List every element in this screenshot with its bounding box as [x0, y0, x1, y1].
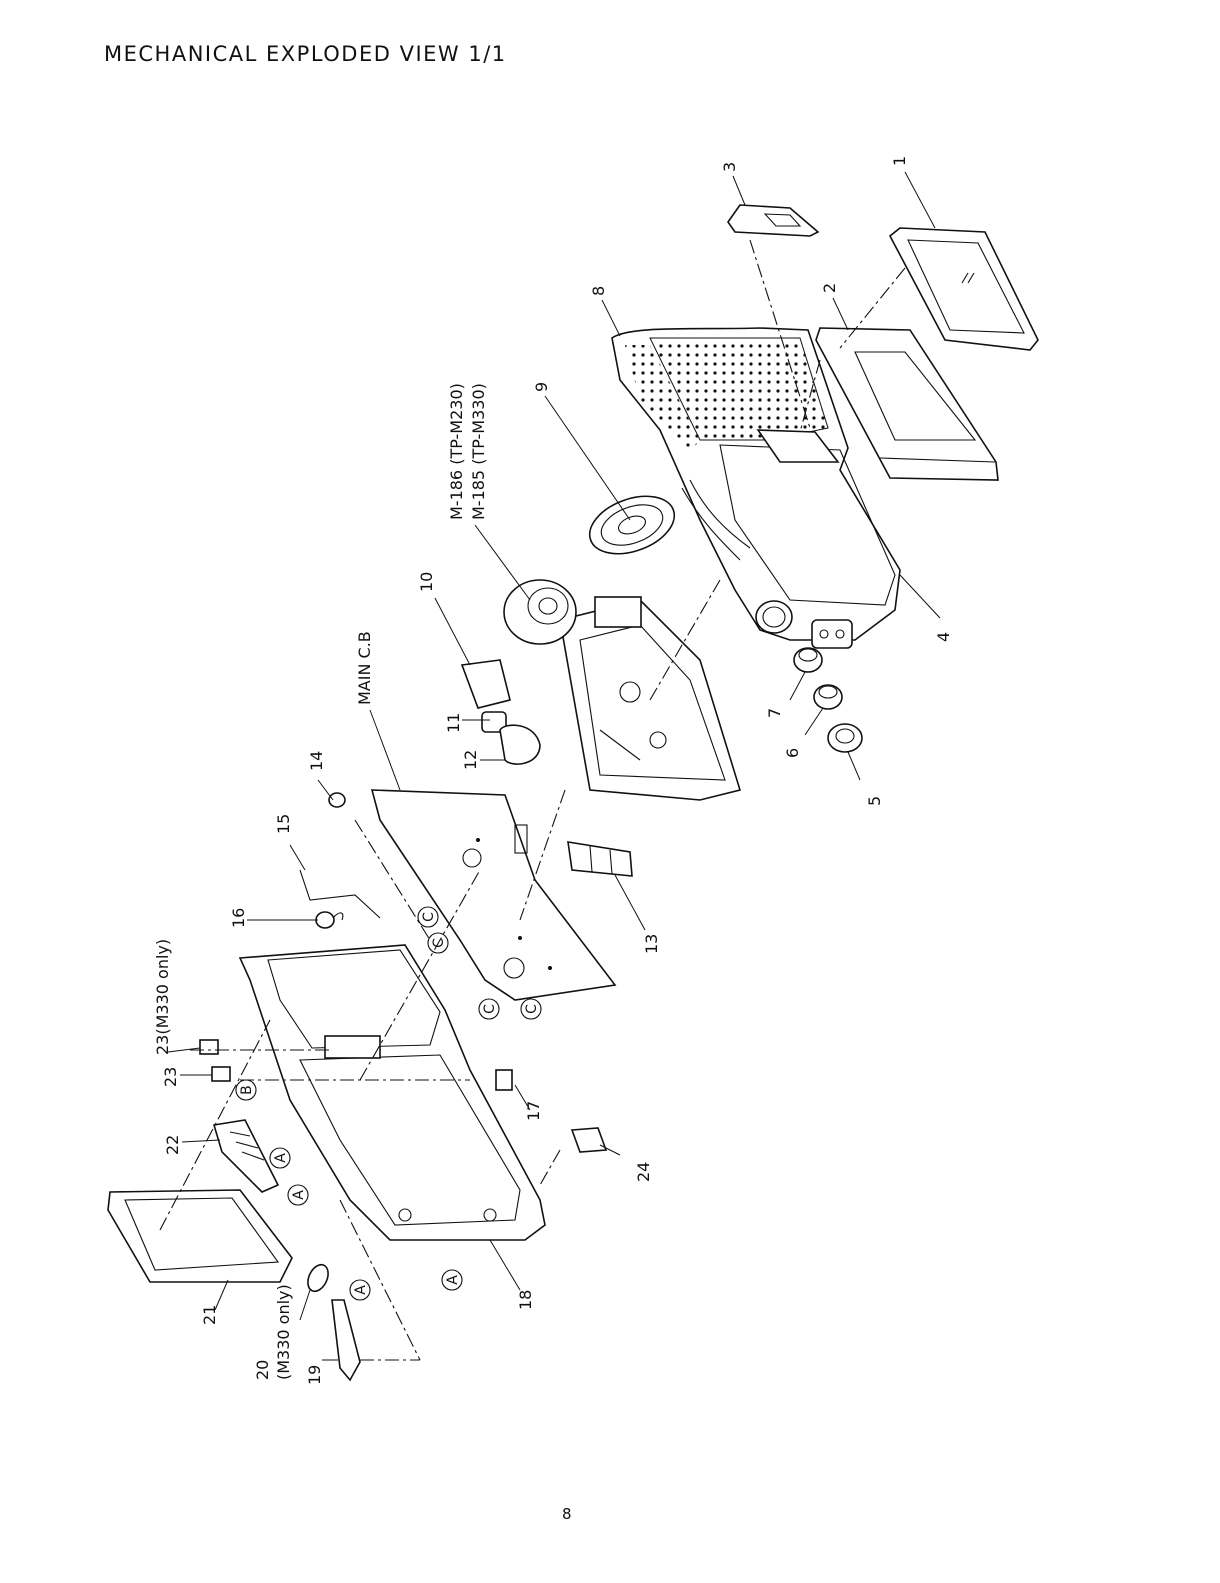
part-5-knob: [828, 724, 862, 752]
part-16-spring: [316, 912, 343, 928]
callout-4: 4: [934, 632, 953, 642]
callout-21: 21: [200, 1305, 219, 1325]
callout-12: 12: [461, 750, 480, 770]
part-13-connector: [568, 842, 632, 876]
callout-6: 6: [783, 748, 802, 758]
callout-10: 10: [417, 572, 436, 592]
callout-5: 5: [865, 796, 884, 806]
part-22-slide-switch: [214, 1120, 278, 1192]
callout-main-cb: MAIN C.B: [355, 631, 374, 705]
part-14-screw: [329, 793, 345, 807]
callout-mech-b: M-185 (TP-M330): [469, 383, 488, 520]
svg-text:A: A: [353, 1285, 369, 1295]
part-6-knob-sleeve: [814, 685, 842, 709]
ref-marker-c: C: [418, 907, 438, 927]
callout-20-note: (M330 only): [274, 1284, 293, 1380]
part-19-lever: [332, 1300, 360, 1380]
callout-7: 7: [765, 708, 784, 718]
part-24-cap: [572, 1128, 606, 1152]
callout-20: 20: [253, 1360, 272, 1380]
part-20-slider: [304, 1262, 332, 1295]
part-12-pinch-roller: [500, 725, 540, 764]
callout-23b: 23(M330 only): [153, 939, 172, 1055]
part-3-slide-cap: [728, 205, 818, 236]
ref-marker-c: C: [479, 999, 499, 1019]
part-9-speaker: [582, 486, 682, 565]
ref-marker-c: C: [521, 999, 541, 1019]
callout-14: 14: [307, 751, 326, 771]
callout-23: 23: [161, 1067, 180, 1087]
part-10-head-block: [462, 660, 510, 708]
svg-text:B: B: [239, 1085, 255, 1095]
ref-marker-a: A: [442, 1270, 462, 1290]
svg-text:A: A: [291, 1190, 307, 1200]
callout-18: 18: [516, 1290, 535, 1310]
callout-8: 8: [589, 286, 608, 296]
part-7-knob-shaft: [794, 648, 822, 672]
svg-text:A: A: [273, 1153, 289, 1163]
callout-15: 15: [274, 814, 293, 834]
callout-24: 24: [634, 1162, 653, 1182]
ref-marker-a: A: [350, 1280, 370, 1300]
svg-text:C: C: [482, 1004, 498, 1014]
callout-16: 16: [229, 908, 248, 928]
svg-text:C: C: [431, 938, 447, 948]
mechanism-deck: [504, 580, 740, 800]
svg-text:C: C: [524, 1004, 540, 1014]
svg-text:C: C: [421, 912, 437, 922]
callout-3: 3: [720, 162, 739, 172]
part-1-window: [890, 228, 1038, 350]
callout-22: 22: [163, 1135, 182, 1155]
callout-19: 19: [305, 1365, 324, 1385]
ref-marker-a: A: [288, 1185, 308, 1205]
callout-9: 9: [532, 382, 551, 392]
callout-2: 2: [820, 283, 839, 293]
ref-marker-a: A: [270, 1148, 290, 1168]
callout-13: 13: [642, 934, 661, 954]
callout-mech-a: M-186 (TP-M230): [447, 383, 466, 520]
ref-marker-b: B: [236, 1080, 256, 1100]
callout-11: 11: [444, 713, 463, 733]
callout-17: 17: [524, 1101, 543, 1121]
part-21-battery-cover: [108, 1190, 292, 1282]
part-17-clip: [496, 1070, 512, 1090]
part-15-flex-tab: [300, 870, 380, 918]
callout-1: 1: [890, 156, 909, 166]
ref-marker-c: C: [428, 933, 448, 953]
svg-text:A: A: [445, 1275, 461, 1285]
page-number: 8: [562, 1505, 572, 1523]
